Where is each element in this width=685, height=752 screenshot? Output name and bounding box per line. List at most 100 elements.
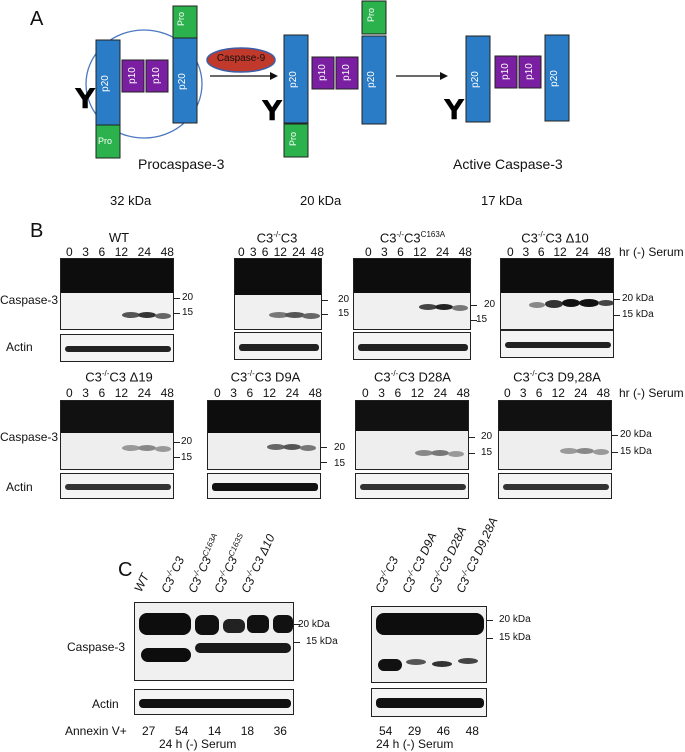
blot-title-d10: C3-/-C3 Δ10	[521, 230, 589, 246]
condition-label: 24 h (-) Serum	[159, 737, 237, 751]
lane-0: 0	[238, 245, 245, 259]
blot-d928a-caspase	[498, 400, 612, 470]
p10-label: p10	[150, 67, 162, 84]
lane-label-c3-right: C3-/-C3	[372, 554, 402, 595]
annexin-value: 48	[465, 724, 479, 738]
lane-0: 0	[66, 386, 73, 400]
blot-title-d19: C3-/-C3 Δ19	[85, 369, 153, 385]
blot-d19-caspase	[60, 400, 174, 470]
p10-label: p10	[126, 67, 138, 84]
time-label: hr (-) Serum	[619, 245, 684, 259]
lane-3: 3	[522, 245, 530, 259]
blot-c163a-actin	[353, 332, 471, 360]
lane-48: 48	[458, 245, 472, 259]
procaspase-3-schematic: Y	[74, 5, 203, 159]
blot-title-d928a: C3-/-C3 D9,28A	[513, 369, 601, 385]
mw-tick	[321, 447, 327, 448]
size-cleaved: 20 kDa	[300, 193, 342, 208]
p20-label: p20	[469, 71, 481, 88]
lane-24: 24	[292, 245, 306, 259]
lane-3: 3	[82, 245, 89, 259]
row-label-caspase: Caspase-3	[67, 640, 126, 654]
blot-d10-caspase	[500, 258, 614, 330]
lane-12: 12	[551, 386, 565, 400]
mw-15: 15	[334, 458, 346, 469]
mw-20k: 20 kDa	[620, 429, 652, 440]
lane-0: 0	[504, 386, 511, 400]
row-label-actin: Actin	[92, 697, 119, 711]
lane-3: 3	[82, 386, 89, 400]
lane-48: 48	[456, 386, 470, 400]
lane-24: 24	[285, 386, 300, 400]
mw-20: 20	[484, 299, 496, 310]
lane-3: 3	[381, 245, 388, 259]
lane-0: 0	[362, 386, 369, 400]
lane-0: 0	[66, 245, 73, 259]
mw-15k: 15 kDa	[620, 446, 652, 457]
row-label-annexin: Annexin V+	[65, 724, 127, 738]
blot-title-wt: WT	[108, 230, 130, 245]
annexin-value: 18	[240, 724, 255, 738]
panel-a-label: A	[30, 8, 44, 30]
lane-48: 48	[308, 386, 322, 400]
lane-label-c3: C3-/-C3	[158, 554, 188, 595]
p20-label: p20	[176, 73, 188, 90]
lane-3: 3	[230, 386, 237, 400]
blot-title-d28a: C3-/-C3 D28A	[374, 369, 451, 385]
lane-0: 0	[507, 245, 514, 259]
mw-tick	[612, 452, 618, 453]
blot-c163a-caspase	[353, 258, 471, 330]
mw-tick	[294, 642, 300, 643]
lane-48: 48	[160, 245, 174, 259]
mw-20k: 20 kDa	[622, 293, 654, 304]
mw-tick	[322, 300, 328, 301]
caspase-9-oval	[206, 47, 276, 73]
cleaved-intermediate-schematic: Y	[261, 0, 387, 158]
blot-d928a-actin	[498, 473, 612, 499]
pro-label: Pro	[366, 7, 377, 23]
mw-15: 15	[481, 447, 493, 458]
annexin-value: 54	[174, 724, 189, 738]
p20-label: p20	[365, 71, 377, 88]
mw-tick	[321, 462, 327, 463]
lane-48: 48	[310, 245, 324, 259]
lane-24: 24	[433, 386, 448, 400]
annexin-value: 29	[407, 724, 422, 738]
annexin-value: 54	[379, 724, 393, 738]
blot-title-d9a: C3-/-C3 D9A	[230, 369, 301, 385]
p10-label: p10	[316, 64, 328, 81]
mw-15k: 15 kDa	[622, 309, 654, 320]
mw-tick	[294, 624, 300, 625]
panel-b-label: B	[30, 220, 44, 242]
pro-label: Pro	[176, 11, 187, 27]
mw-tick	[174, 442, 180, 443]
p10-label: p10	[523, 63, 535, 80]
blot-c3-caspase	[234, 258, 322, 330]
blot-d28a-caspase	[355, 400, 469, 470]
lane-6: 6	[98, 245, 106, 259]
lane-6: 6	[394, 386, 402, 400]
svg-text:Y: Y	[443, 93, 465, 126]
blot-d9a-caspase	[207, 400, 321, 470]
blot-wt-caspase	[60, 258, 174, 330]
mw-tick	[469, 437, 475, 438]
pro-label: Pro	[288, 131, 299, 147]
blot-d28a-actin	[355, 473, 469, 499]
mw-15k: 15 kDa	[306, 636, 338, 647]
lane-3: 3	[519, 386, 527, 400]
row-label-caspase: Caspase-3	[0, 293, 59, 307]
blot-c-left-actin	[134, 689, 294, 715]
mw-15: 15	[476, 314, 488, 325]
svg-text:Y: Y	[261, 94, 283, 127]
lane-3: 3	[378, 386, 385, 400]
lane-24: 24	[435, 245, 450, 259]
mw-20k: 20 kDa	[499, 614, 531, 625]
